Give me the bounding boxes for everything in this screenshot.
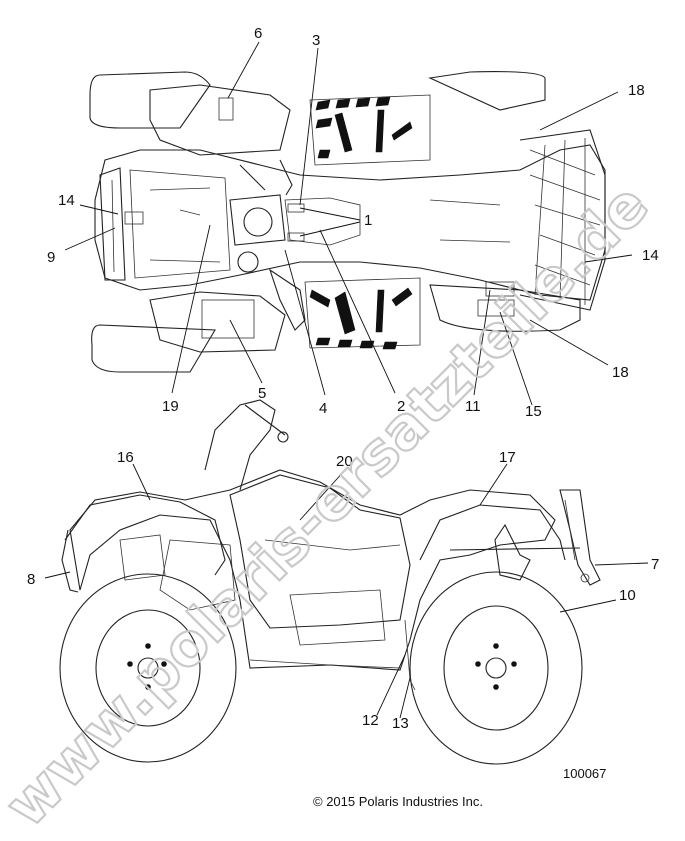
- callout-13: 13: [392, 715, 409, 732]
- callout-3: 3: [312, 32, 320, 49]
- callout-12: 12: [362, 712, 379, 729]
- figure-number: 100067: [563, 766, 606, 781]
- decal-15-rect: [477, 299, 515, 317]
- callout-15: 15: [525, 403, 542, 420]
- decal-5-rect: [201, 299, 255, 339]
- callout-19: 19: [162, 398, 179, 415]
- callout-16: 16: [117, 449, 134, 466]
- atv-side-view: [59, 399, 601, 765]
- callout-5: 5: [258, 385, 266, 402]
- callout-6: 6: [254, 25, 262, 42]
- callout-10: 10: [619, 587, 636, 604]
- leader-lines: [44, 41, 649, 719]
- callout-4: 4: [319, 400, 327, 417]
- callout-18-top: 18: [628, 82, 645, 99]
- callout-8: 8: [27, 571, 35, 588]
- callout-9: 9: [47, 249, 55, 266]
- decal-11-rect: [485, 281, 515, 297]
- callout-14-rear: 14: [642, 247, 659, 264]
- callout-11: 11: [465, 398, 481, 415]
- callout-2: 2: [397, 398, 405, 415]
- callout-labels: 6 3 1 14 9 18 14 18 5 19 4 2 11 15 16 20…: [27, 25, 659, 732]
- decal-6-rect: [218, 97, 234, 121]
- watermark: www.polaris-ersatzteile.de: [0, 171, 661, 840]
- callout-17: 17: [499, 449, 516, 466]
- callout-14-front: 14: [58, 192, 75, 209]
- copyright-text: © 2015 Polaris Industries Inc.: [313, 794, 483, 809]
- callout-7: 7: [651, 556, 659, 573]
- callout-18-bottom: 18: [612, 364, 629, 381]
- callout-20: 20: [336, 453, 353, 470]
- decal-14-front-rect: [124, 211, 144, 225]
- callout-1: 1: [364, 212, 372, 229]
